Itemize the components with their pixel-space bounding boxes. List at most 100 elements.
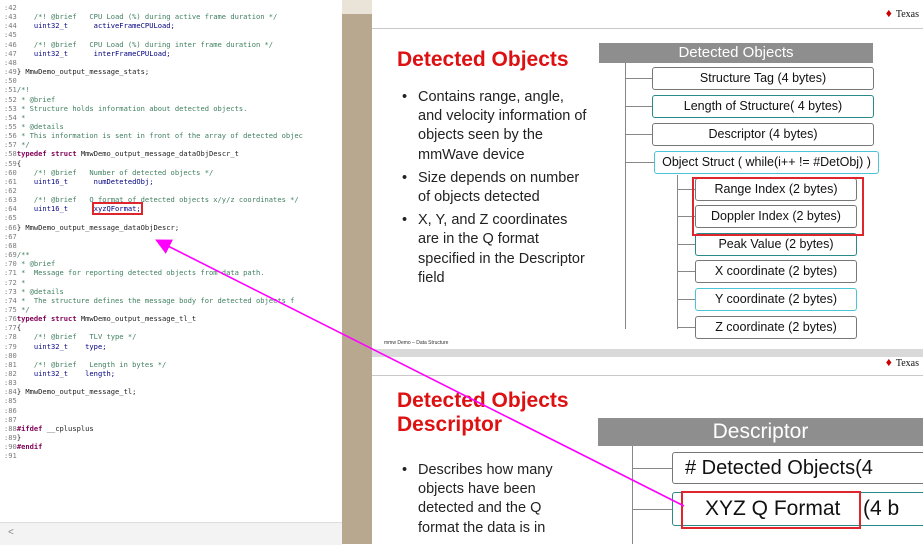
- code-token: /*! @brief Number of detected objects */: [16, 167, 214, 177]
- line-number: :61: [4, 176, 17, 186]
- code-line[interactable]: :60 /*! @brief Number of detected object…: [4, 168, 213, 177]
- code-token: /*! @brief CPU Load (%) during inter fra…: [16, 39, 274, 49]
- line-number: :47: [4, 48, 17, 58]
- code-line[interactable]: :88#ifdef __cplusplus: [4, 424, 94, 433]
- line-number: :45: [4, 30, 17, 40]
- tree-branch: [632, 468, 672, 469]
- code-token: *: [16, 112, 26, 122]
- code-line[interactable]: :82 uint32_t length;: [4, 369, 115, 378]
- code-line[interactable]: :90#endif: [4, 442, 42, 451]
- code-line[interactable]: :54 *: [4, 113, 25, 122]
- line-number: :79: [4, 341, 17, 351]
- code-token: * @details: [16, 121, 64, 131]
- horizontal-scrollbar[interactable]: <: [0, 522, 342, 545]
- code-line[interactable]: :55 * @details: [4, 122, 64, 131]
- code-line[interactable]: :44 uint32_t activeFrameCPULoad;: [4, 21, 175, 30]
- code-line[interactable]: :66} MmwDemo_output_message_dataObjDescr…: [4, 223, 179, 232]
- code-line[interactable]: :89}: [4, 433, 21, 442]
- line-number: :64: [4, 204, 17, 214]
- line-number: :81: [4, 359, 17, 369]
- code-line[interactable]: :61 uint16_t numDetetedObj;: [4, 177, 153, 186]
- bullet-item: Describes how many objects have been det…: [402, 461, 577, 538]
- code-line[interactable]: :84} MmwDemo_output_message_tl;: [4, 387, 136, 396]
- descriptor-header: Descriptor: [598, 418, 923, 446]
- line-number: :57: [4, 140, 17, 150]
- code-line[interactable]: :47 uint32_t interFrameCPULoad;: [4, 49, 171, 58]
- code-line[interactable]: :75 */: [4, 305, 30, 314]
- line-number: :58: [4, 149, 17, 159]
- pane-divider[interactable]: [342, 0, 372, 544]
- code-token: __cplusplus: [42, 423, 94, 433]
- slide-detected-objects: ♦Texas Detected Objects Contains range, …: [372, 0, 923, 349]
- structure-field-box: Object Struct ( while(i++ != #DetObj) ): [654, 151, 879, 174]
- code-line[interactable]: :42: [4, 3, 17, 12]
- code-line[interactable]: :56 * This information is sent in front …: [4, 131, 303, 140]
- code-line[interactable]: :70 * @brief: [4, 259, 55, 268]
- code-line[interactable]: :48: [4, 58, 17, 67]
- code-line[interactable]: :83: [4, 378, 17, 387]
- slide-title-line2: Descriptor: [397, 413, 503, 436]
- code-line[interactable]: :69/**: [4, 250, 30, 259]
- tree-line: [632, 446, 633, 544]
- structure-field-box: Doppler Index (2 bytes): [695, 205, 857, 228]
- code-line[interactable]: :73 * @details: [4, 287, 64, 296]
- line-number: :50: [4, 76, 17, 86]
- line-number: :42: [4, 3, 17, 12]
- diagram-header: Detected Objects: [599, 43, 873, 63]
- code-line[interactable]: :76typedef struct MmwDemo_output_message…: [4, 314, 196, 323]
- line-number: :86: [4, 405, 17, 415]
- code-line[interactable]: :52 * @brief: [4, 95, 55, 104]
- line-number: :83: [4, 378, 17, 388]
- code-line[interactable]: :50: [4, 76, 17, 85]
- tree-line: [677, 175, 678, 329]
- code-editor[interactable]: :42:43 /*! @brief CPU Load (%) during ac…: [0, 0, 342, 544]
- code-line[interactable]: :64 uint16_t xyzQFormat;: [4, 202, 143, 216]
- code-line[interactable]: :57 */: [4, 140, 30, 149]
- code-line[interactable]: :78 /*! @brief TLV type */: [4, 332, 136, 341]
- code-line[interactable]: :79 uint32_t type;: [4, 342, 107, 351]
- code-line[interactable]: :63 /*! @brief Q format of detected obje…: [4, 195, 299, 204]
- code-line[interactable]: :72 *: [4, 278, 25, 287]
- line-number: :51: [4, 85, 17, 95]
- code-line[interactable]: :77{: [4, 323, 21, 332]
- code-line[interactable]: :86: [4, 406, 17, 415]
- code-line[interactable]: :71 * Message for reporting detected obj…: [4, 268, 265, 277]
- code-line[interactable]: :43 /*! @brief CPU Load (%) during activ…: [4, 12, 277, 21]
- slide-gap: [372, 349, 923, 357]
- scroll-left-icon[interactable]: <: [8, 527, 14, 538]
- divider-tab[interactable]: [342, 0, 372, 14]
- code-line[interactable]: :62: [4, 186, 17, 195]
- code-token: * This information is sent in front of t…: [16, 131, 303, 141]
- code-line[interactable]: :81 /*! @brief Length in bytes */: [4, 360, 166, 369]
- structure-field-box: Range Index (2 bytes): [695, 178, 857, 201]
- line-number: :52: [4, 94, 17, 104]
- code-line[interactable]: :46 /*! @brief CPU Load (%) during inter…: [4, 40, 273, 49]
- code-token: uint16_t: [16, 176, 69, 186]
- code-line[interactable]: :74 * The structure defines the message …: [4, 296, 294, 305]
- code-line[interactable]: :51/*!: [4, 85, 30, 94]
- highlight-box: [681, 491, 861, 529]
- code-line[interactable]: :67: [4, 232, 17, 241]
- code-line[interactable]: :80: [4, 351, 17, 360]
- code-line[interactable]: :45: [4, 30, 17, 39]
- line-number: :48: [4, 57, 17, 67]
- line-number: :82: [4, 369, 17, 378]
- code-line[interactable]: :85: [4, 396, 17, 405]
- code-line[interactable]: :58typedef struct MmwDemo_output_message…: [4, 149, 239, 158]
- code-line[interactable]: :53 * Structure holds information about …: [4, 104, 247, 113]
- code-line[interactable]: :68: [4, 241, 17, 250]
- code-line[interactable]: :59{: [4, 159, 21, 168]
- tree-branch: [677, 271, 695, 272]
- line-number: :69: [4, 250, 17, 260]
- bullet-item: Contains range, angle, and velocity info…: [402, 88, 592, 165]
- code-line[interactable]: :91: [4, 451, 17, 460]
- slide-header-rule: [372, 28, 923, 29]
- bullet-item: Size depends on number of objects detect…: [402, 169, 592, 207]
- tree-branch: [625, 162, 654, 163]
- line-number: :62: [4, 186, 17, 195]
- code-line[interactable]: :87: [4, 415, 17, 424]
- code-line[interactable]: :65: [4, 213, 17, 222]
- code-line[interactable]: :49} MmwDemo_output_message_stats;: [4, 67, 149, 76]
- ti-logo-text: Texas: [895, 9, 919, 20]
- slide-title-line1: Detected Objects: [397, 389, 569, 412]
